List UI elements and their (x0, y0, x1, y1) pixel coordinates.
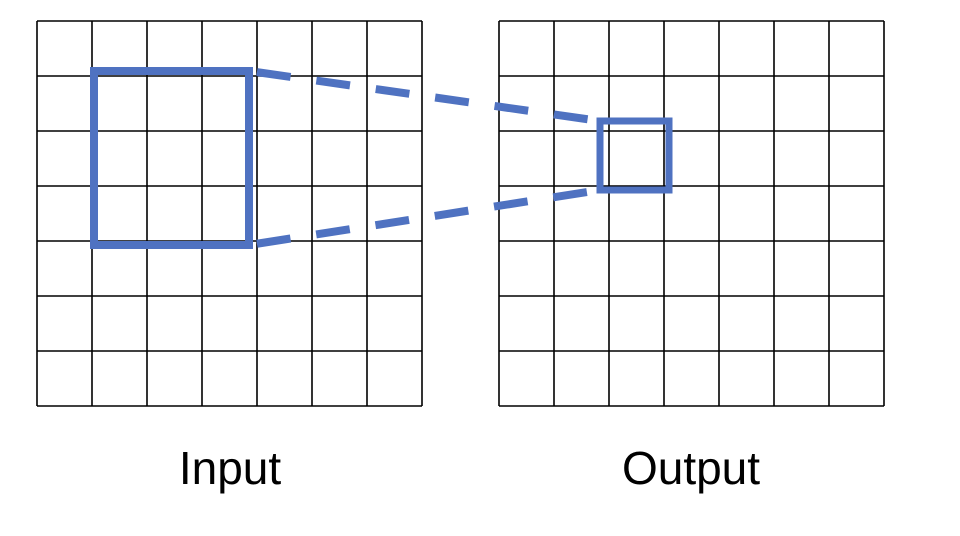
input-label: Input (178, 442, 282, 494)
output-cell-box (596, 117, 673, 194)
highlights (90, 67, 673, 249)
output-label: Output (621, 442, 761, 494)
connector-bottom-dashed-line (248, 186, 601, 249)
input-receptive-field-box (90, 67, 253, 249)
receptive-field-connectors (248, 67, 601, 249)
output-grid (498, 20, 885, 407)
connector-top-dashed-line (248, 67, 601, 125)
